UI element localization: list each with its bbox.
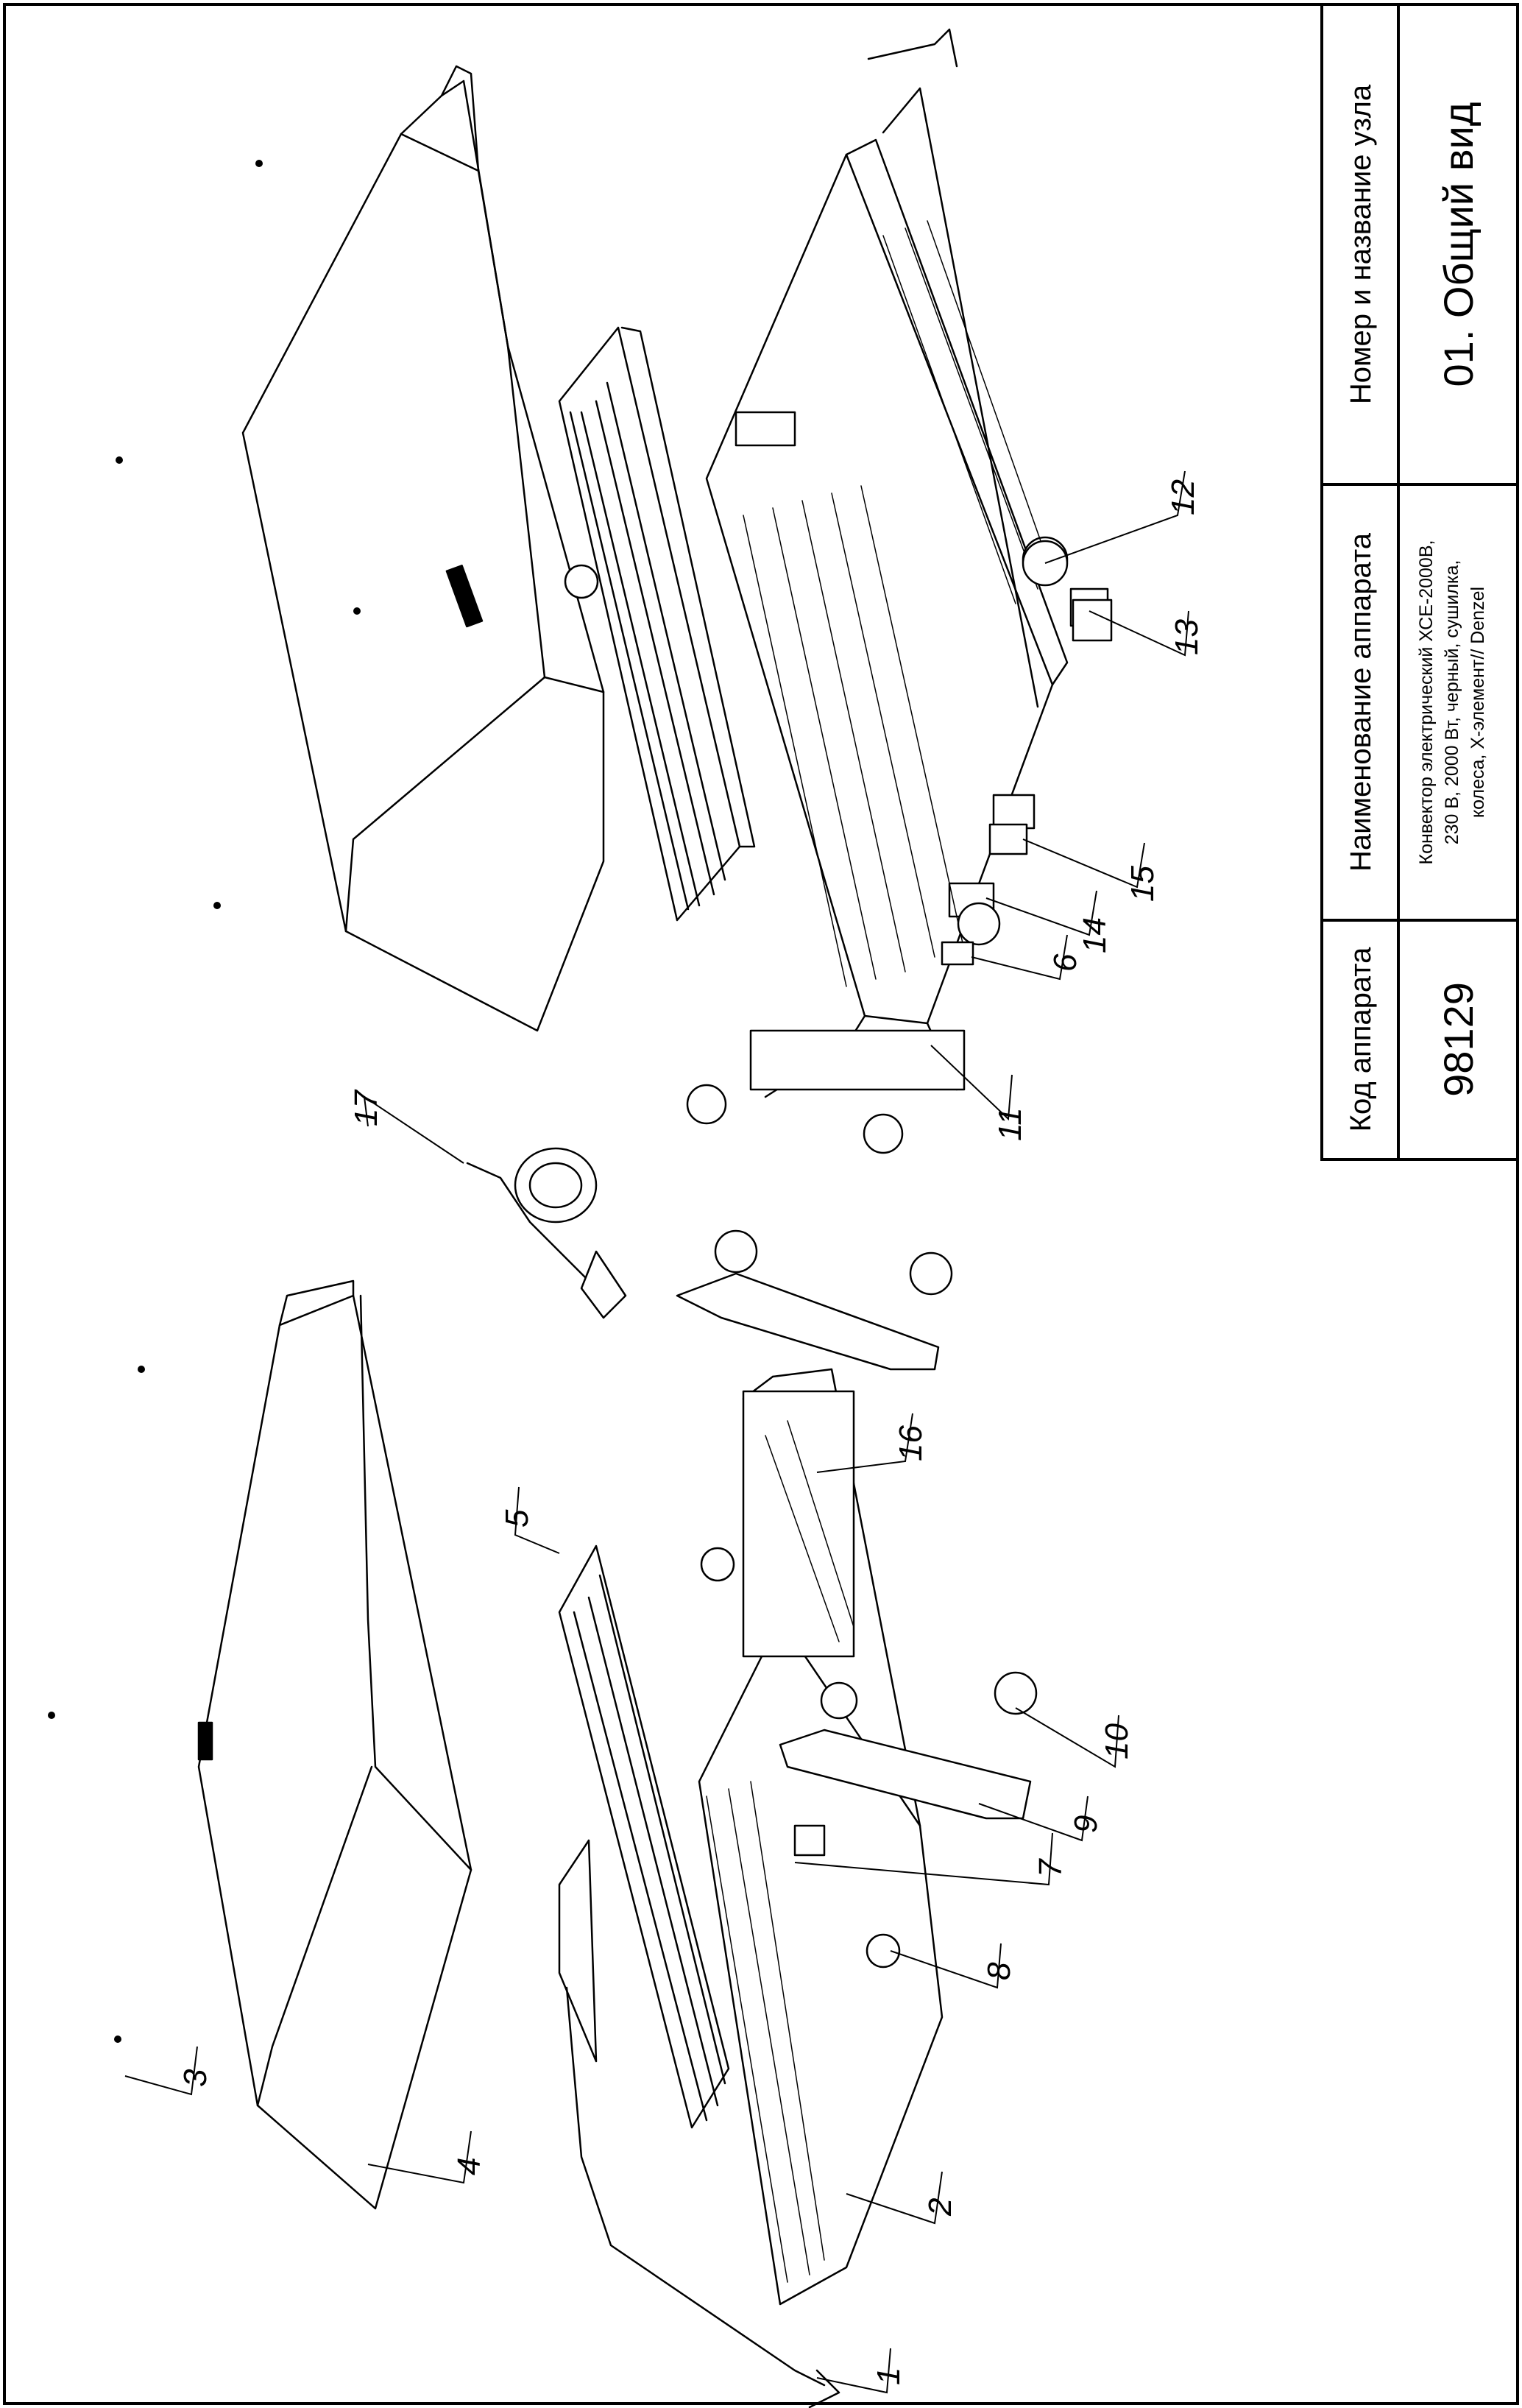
lower-grille-pattern xyxy=(706,1420,854,2283)
screw-markers-top xyxy=(116,160,361,909)
callout-6: 6 xyxy=(1047,953,1083,972)
upper-grille-pattern xyxy=(743,220,1053,987)
callout-labels: 1 2 3 4 5 6 7 8 9 10 11 12 13 14 15 16 1… xyxy=(177,479,1205,2385)
drawing-frame xyxy=(3,3,1519,2405)
drying-rail xyxy=(558,1839,840,2408)
callout-1: 1 xyxy=(871,2368,907,2385)
power-cord xyxy=(466,1147,627,1319)
lower-heating-element xyxy=(558,1544,735,2129)
callout-13: 13 xyxy=(1169,619,1205,655)
callout-14: 14 xyxy=(1077,917,1113,953)
callout-9: 9 xyxy=(1068,1815,1104,1833)
callout-7: 7 xyxy=(1033,1858,1069,1877)
screw-markers-bottom xyxy=(48,1366,145,2043)
callout-leaders xyxy=(124,470,1189,2394)
title-block xyxy=(1320,3,1519,1161)
node-value: 01. Общий вид xyxy=(1435,102,1482,387)
callout-3: 3 xyxy=(177,2069,213,2087)
lower-legs xyxy=(676,1229,1038,1820)
callout-15: 15 xyxy=(1125,866,1161,902)
callout-10: 10 xyxy=(1099,1723,1135,1759)
callout-12: 12 xyxy=(1165,479,1201,515)
callout-16: 16 xyxy=(893,1425,929,1461)
code-header: Код аппарата xyxy=(1345,947,1377,1131)
upper-heating-element xyxy=(558,326,756,922)
lower-base-frame xyxy=(698,1368,944,2306)
node-header: Номер и название узла xyxy=(1345,84,1377,404)
name-line-3: колеса, Х-элемент// Denzel xyxy=(1468,587,1488,818)
callout-4: 4 xyxy=(451,2158,487,2175)
name-line-1: Конвектор электрический ХСЕ-2000В, xyxy=(1416,540,1437,865)
callout-17: 17 xyxy=(348,1090,384,1126)
callout-11: 11 xyxy=(992,1107,1028,1141)
name-header: Наименование аппарата xyxy=(1345,532,1377,872)
name-line-2: 230 В, 2000 Вт, черный, сушилка, xyxy=(1442,560,1462,845)
callout-5: 5 xyxy=(499,1509,535,1528)
callout-2: 2 xyxy=(922,2198,958,2217)
code-value: 98129 xyxy=(1435,982,1482,1097)
upper-base-frame xyxy=(686,28,1109,1154)
callout-8: 8 xyxy=(981,1962,1017,1980)
lower-cover-panel xyxy=(197,1279,472,2210)
upper-cover-panel xyxy=(241,65,605,1032)
